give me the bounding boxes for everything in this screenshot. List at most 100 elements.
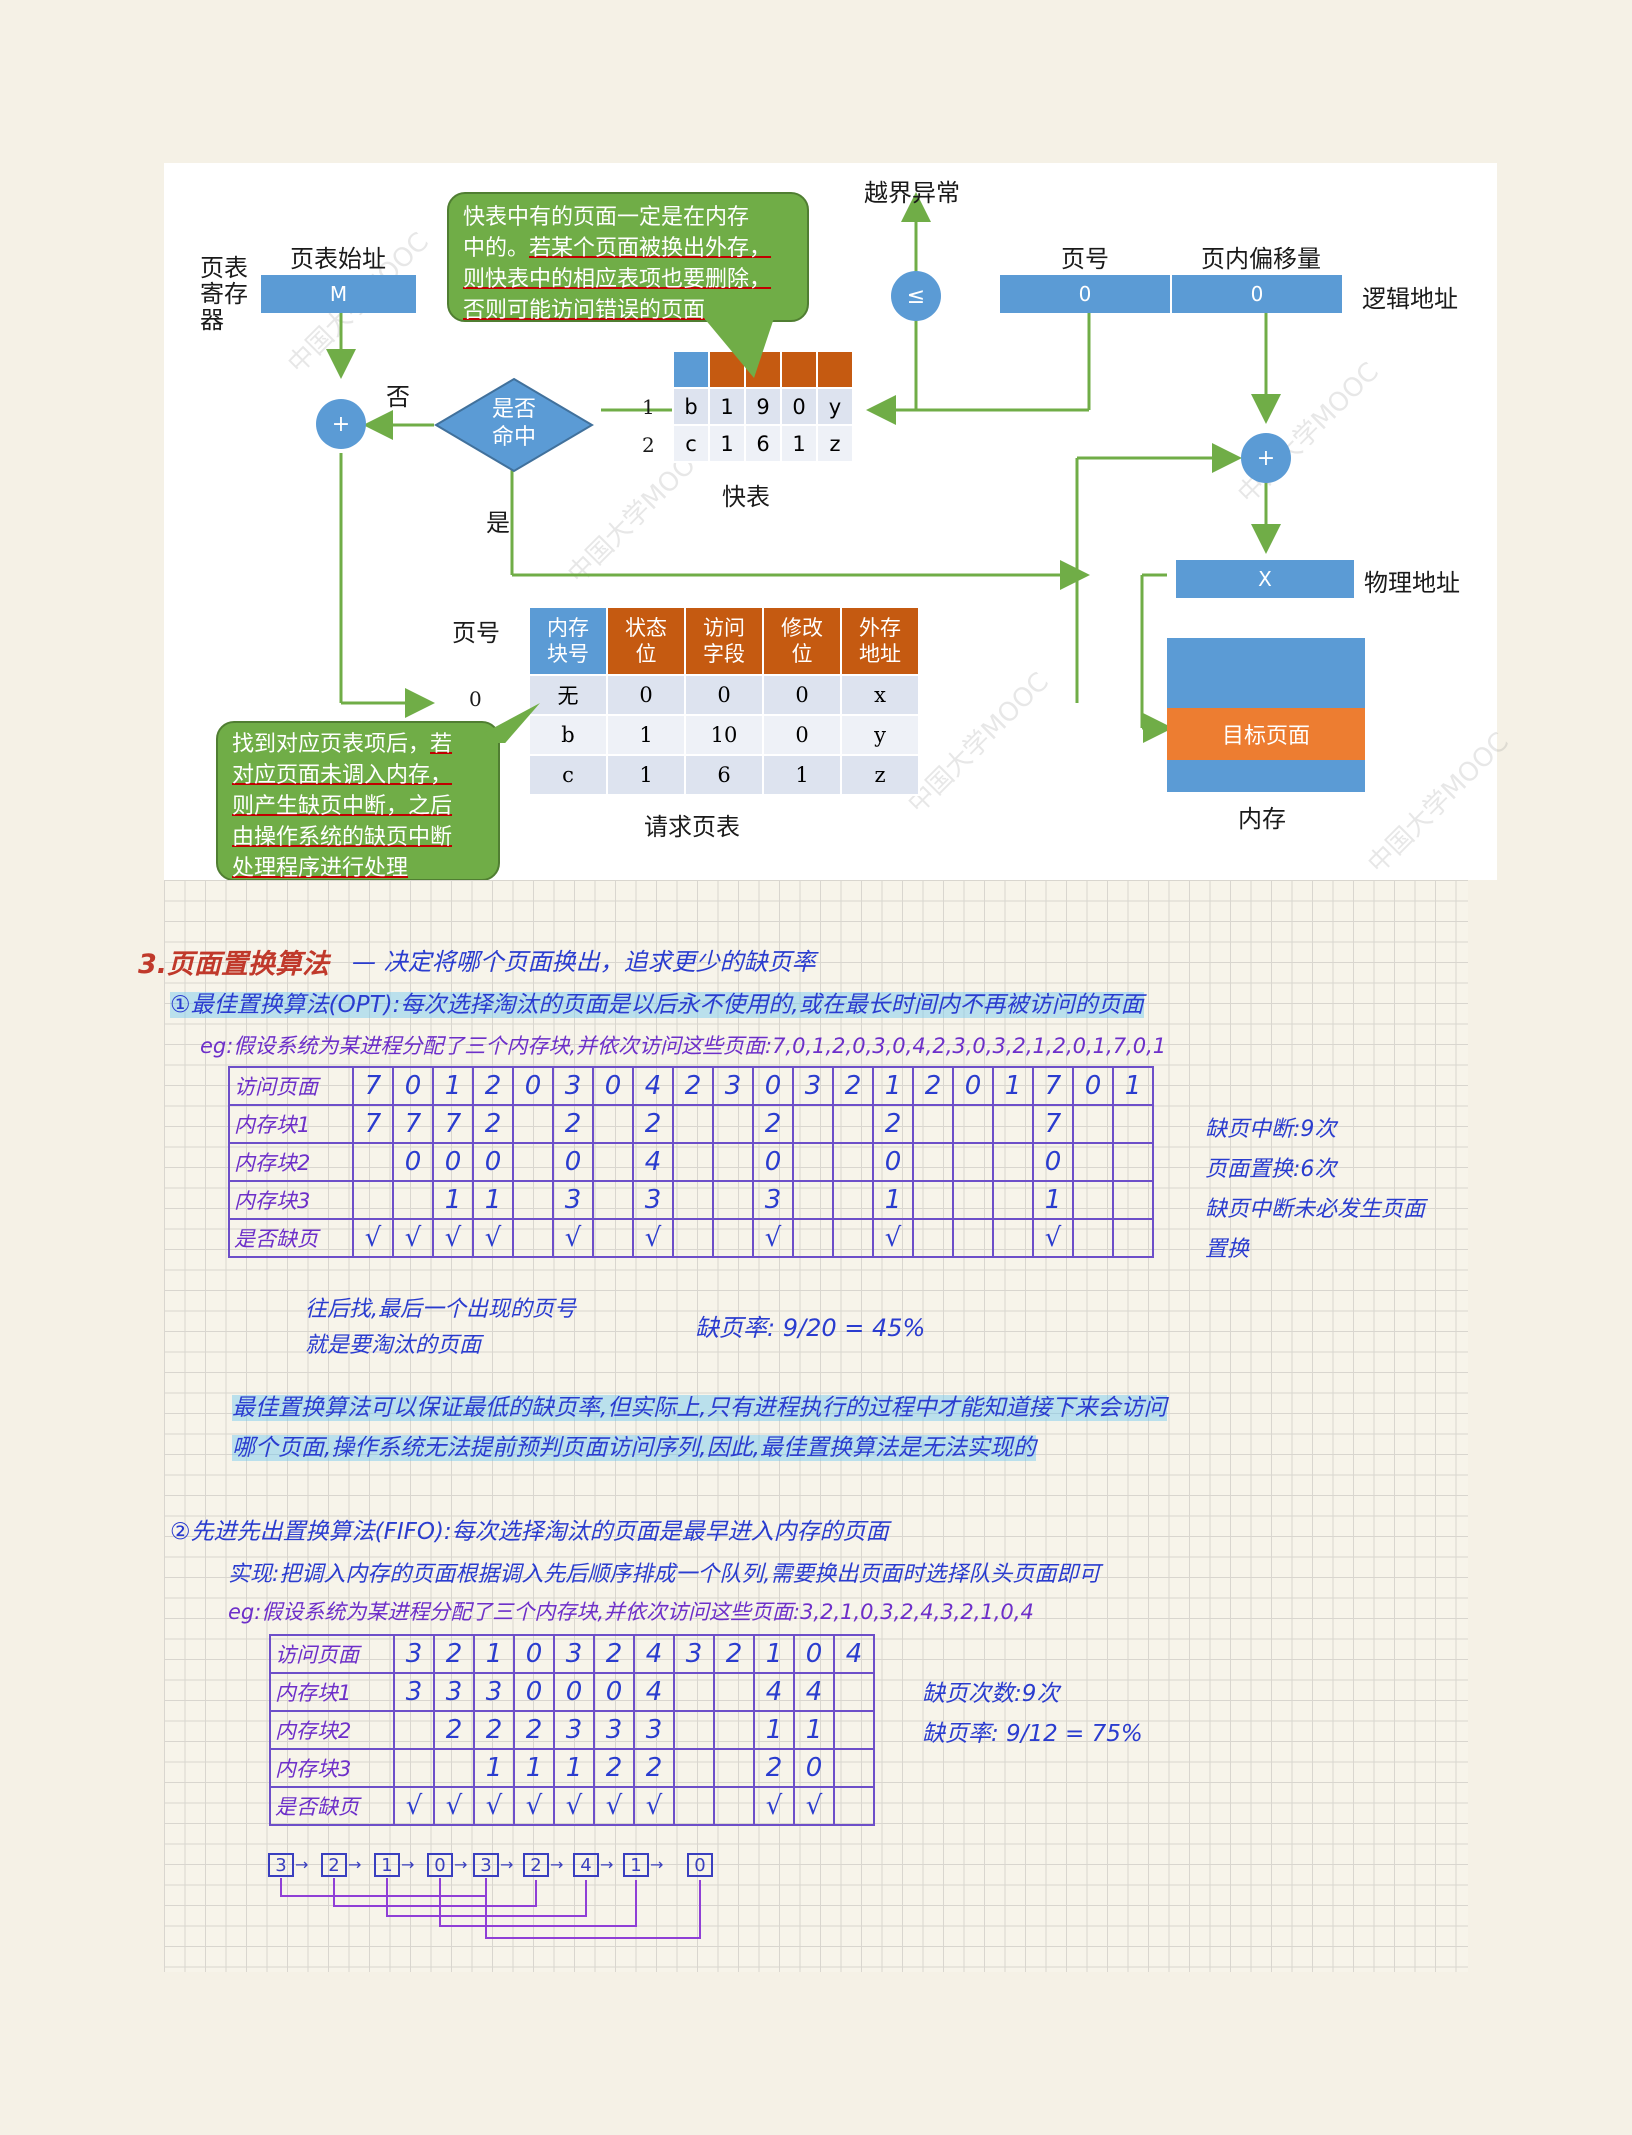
table-cell — [672, 1142, 714, 1182]
row-header: 是否缺页 — [228, 1218, 354, 1258]
table-cell: 4 — [633, 1634, 675, 1674]
table-cell — [952, 1142, 994, 1182]
table-cell: 1 — [992, 1066, 1034, 1106]
row-header: 内存块3 — [228, 1180, 354, 1220]
table-cell: 7 — [1032, 1066, 1074, 1106]
row-header: 内存块3 — [269, 1748, 395, 1788]
target-page: 目标页面 — [1167, 708, 1365, 760]
table-cell: √ — [872, 1218, 914, 1258]
queue-arrow: → — [600, 1855, 614, 1874]
table-cell — [952, 1180, 994, 1220]
table-cell — [992, 1180, 1034, 1220]
callout-tail — [704, 318, 774, 378]
adder-node-left: + — [316, 399, 366, 449]
table-cell — [832, 1218, 874, 1258]
table-cell: √ — [432, 1218, 474, 1258]
row-header: 访问页面 — [228, 1066, 354, 1106]
table-cell — [1112, 1180, 1154, 1220]
opt-note: 往后找,最后一个出现的页号 就是要淘汰的页面 — [305, 1297, 576, 1358]
table-cell: 0 — [752, 1142, 794, 1182]
fifo-queue: 3→2→1→0→3→2→4→1→0 — [268, 1853, 728, 1883]
table-cell: 4 — [633, 1672, 675, 1712]
table-cell — [832, 1142, 874, 1182]
table-cell — [833, 1786, 875, 1826]
table-cell: 0 — [513, 1672, 555, 1712]
table-cell: 1 — [1112, 1066, 1154, 1106]
row-header: 内存块1 — [269, 1672, 395, 1712]
page-number-label: 页号 — [1061, 245, 1109, 273]
table-cell: 1 — [473, 1748, 515, 1788]
table-cell: 0 — [512, 1066, 554, 1106]
table-cell: √ — [393, 1786, 435, 1826]
row-header: 内存块1 — [228, 1104, 354, 1144]
table-cell — [673, 1710, 715, 1750]
table-cell: 7 — [352, 1066, 394, 1106]
queue-arrow: → — [550, 1855, 564, 1874]
table-cell: √ — [513, 1786, 555, 1826]
row-header: 访问页面 — [269, 1634, 395, 1674]
table-cell — [912, 1142, 954, 1182]
table-cell: 0 — [392, 1066, 434, 1106]
page-fault-callout: 找到对应页表项后，若 对应页面未调入内存， 则产生缺页中断，之后 由操作系统的缺… — [216, 721, 500, 881]
table-cell: 2 — [912, 1066, 954, 1106]
table-cell — [712, 1180, 754, 1220]
table-cell: 3 — [712, 1066, 754, 1106]
table-cell: 3 — [553, 1634, 595, 1674]
table-cell: 3 — [593, 1710, 635, 1750]
table-cell — [352, 1180, 394, 1220]
table-cell — [713, 1748, 755, 1788]
table-start-label: 页表始址 — [290, 245, 386, 273]
table-cell: √ — [352, 1218, 394, 1258]
table-cell — [1112, 1104, 1154, 1144]
table-cell: 3 — [393, 1672, 435, 1712]
table-cell — [592, 1180, 634, 1220]
miss-label: 否 — [386, 383, 410, 411]
table-cell: 2 — [473, 1710, 515, 1750]
table-cell: 4 — [753, 1672, 795, 1712]
table-cell: 4 — [793, 1672, 835, 1712]
queue-item: 2 — [523, 1853, 549, 1877]
queue-item: 2 — [321, 1853, 347, 1877]
table-cell: 2 — [672, 1066, 714, 1106]
table-cell: 2 — [753, 1748, 795, 1788]
table-cell: 0 — [472, 1142, 514, 1182]
table-cell: 2 — [752, 1104, 794, 1144]
table-row: 无 0 0 0 x — [528, 674, 920, 716]
table-cell — [352, 1142, 394, 1182]
table-cell — [992, 1218, 1034, 1258]
table-cell: √ — [1032, 1218, 1074, 1258]
address-translation-diagram: 中国大学MOOC 中国大学MOOC 中国大学MOOC 中国大学MOOC 中国大学… — [164, 163, 1515, 881]
table-cell: 2 — [713, 1634, 755, 1674]
table-cell: 2 — [632, 1104, 674, 1144]
table-cell: 7 — [432, 1104, 474, 1144]
request-page-table: 内存 块号 状态 位 访问 字段 修改 位 外存 地址 无 0 0 0 x b … — [528, 606, 920, 796]
table-cell: 1 — [753, 1634, 795, 1674]
table-cell — [673, 1786, 715, 1826]
table-row: 是否缺页√√√√√√√√√ — [228, 1218, 1154, 1258]
tlb-label: 快表 — [722, 483, 770, 511]
table-cell: 0 — [513, 1634, 555, 1674]
queue-item: 0 — [427, 1853, 453, 1877]
logical-page-field: 0 — [1000, 275, 1170, 313]
table-cell: 1 — [513, 1748, 555, 1788]
table-cell: 0 — [392, 1142, 434, 1182]
table-cell — [992, 1142, 1034, 1182]
table-cell — [1112, 1142, 1154, 1182]
queue-item: 0 — [687, 1853, 713, 1877]
queue-item: 4 — [573, 1853, 599, 1877]
row-header: 内存块2 — [228, 1142, 354, 1182]
callout-tail — [484, 703, 540, 743]
table-cell — [673, 1748, 715, 1788]
table-cell: 0 — [1072, 1066, 1114, 1106]
table-cell — [512, 1218, 554, 1258]
table-cell — [712, 1218, 754, 1258]
table-cell — [832, 1180, 874, 1220]
table-cell: 1 — [793, 1710, 835, 1750]
table-row: 是否缺页√√√√√√√√√ — [269, 1786, 875, 1826]
table-cell: 2 — [633, 1748, 675, 1788]
table-cell: 3 — [553, 1710, 595, 1750]
